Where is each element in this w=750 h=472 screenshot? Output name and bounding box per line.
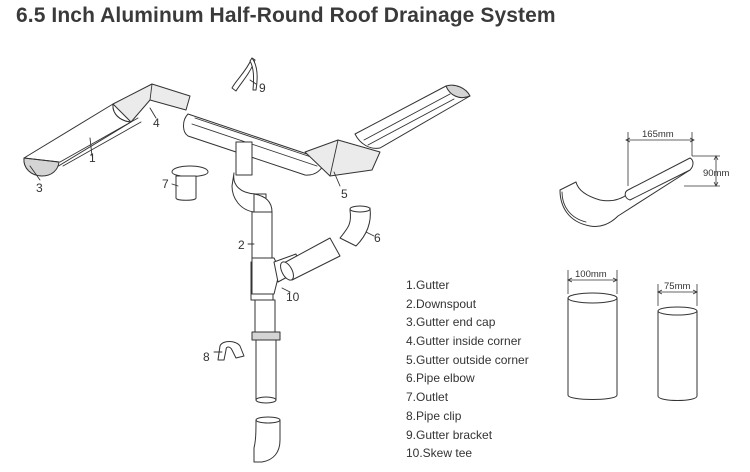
dimension-90mm: 90mm	[684, 155, 729, 187]
callout-7: 7	[162, 177, 169, 191]
callout-5: 5	[341, 187, 348, 201]
legend-item-pipe-clip: 8.Pipe clip	[406, 408, 462, 423]
legend-item-gutter-outside-corner: 5.Gutter outside corner	[406, 352, 529, 367]
pipe-100mm: 100mm	[567, 269, 618, 400]
callout-2: 2	[238, 238, 245, 252]
pipe-label-75mm: 75mm	[664, 281, 690, 292]
callout-1: 1	[89, 151, 96, 165]
gutter-inside-corner	[112, 83, 191, 123]
page-title: 6.5 Inch Aluminum Half-Round Roof Draina…	[16, 4, 556, 27]
pipe-angled-section	[280, 237, 341, 281]
legend-item-skew-tee: 10.Skew tee	[406, 446, 473, 461]
gutter-run-right	[354, 84, 471, 149]
callout-leaders	[29, 79, 375, 353]
gutter-end-cap	[23, 157, 60, 177]
callout-3: 3	[36, 181, 43, 195]
pipe-elbow	[339, 205, 371, 247]
legend-item-gutter-bracket: 9.Gutter bracket	[406, 427, 493, 442]
callout-6: 6	[374, 231, 381, 245]
callout-9: 9	[259, 81, 266, 95]
legend-item-gutter-inside-corner: 4.Gutter inside corner	[406, 334, 522, 349]
gutter-outside-corner	[304, 139, 381, 177]
parts-legend: 1.Gutter 2.Downspout 3.Gutter end cap 4.…	[406, 276, 529, 463]
bottom-elbow	[253, 416, 281, 463]
legend-item-gutter: 1.Gutter	[406, 278, 450, 292]
callout-8: 8	[203, 350, 210, 364]
dimension-label-165mm: 165mm	[642, 129, 674, 140]
callout-4: 4	[153, 116, 160, 130]
gutter-run-middle	[183, 113, 326, 176]
pipe-75mm: 75mm	[657, 281, 698, 401]
pipe-label-100mm: 100mm	[575, 269, 607, 280]
callout-10: 10	[286, 290, 300, 304]
legend-item-gutter-end-cap: 3.Gutter end cap	[406, 315, 496, 330]
gutter-bracket	[231, 57, 258, 92]
gutter-profile-detail	[559, 157, 694, 227]
legend-item-pipe-elbow: 6.Pipe elbow	[406, 371, 475, 386]
outlet	[171, 165, 209, 201]
pipe-clip	[217, 341, 245, 361]
dimension-165mm: 165mm	[625, 129, 695, 186]
dimension-label-90mm: 90mm	[703, 168, 729, 179]
legend-item-downspout: 2.Downspout	[406, 296, 477, 311]
legend-item-outlet: 7.Outlet	[406, 390, 449, 405]
